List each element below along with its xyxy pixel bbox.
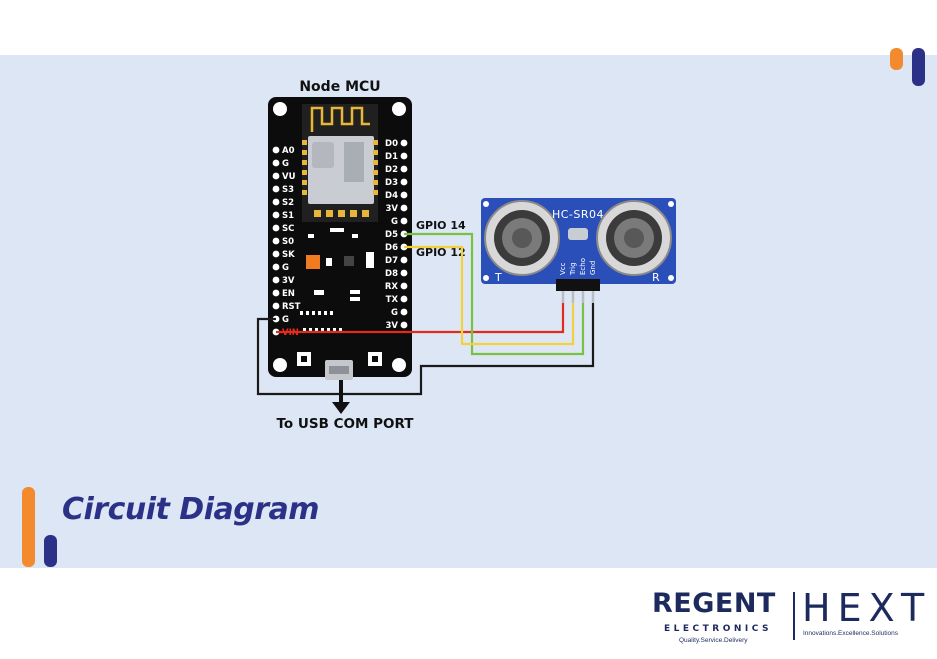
pin-label: TX (386, 295, 399, 305)
pin-label: D8 (385, 269, 398, 279)
logo-electronics: ELECTRONICS (664, 624, 772, 634)
accent-bar-orange-bottom (22, 487, 35, 567)
pin-label: D5 (385, 230, 398, 240)
pin-label: RX (385, 282, 399, 292)
sensor-pin-label: Gnd (589, 261, 597, 275)
pin-label: G (282, 315, 289, 325)
wire-gnd-gnd (256, 303, 595, 396)
logo-regent: REGENT (652, 588, 776, 619)
right-pin-headers (400, 139, 408, 329)
pin-label: D4 (385, 191, 398, 201)
pin-label: 3V (386, 204, 399, 214)
wire-d5-echo (404, 232, 585, 356)
wire-d6-trig (404, 245, 575, 346)
ultrasonic-sensor (481, 198, 676, 291)
pin-label: VU (282, 172, 296, 182)
pin-label: D2 (385, 165, 398, 175)
pin-label: 3V (282, 276, 295, 286)
page-title: Circuit Diagram (62, 492, 320, 527)
pin-label: D1 (385, 152, 398, 162)
pin-label: D6 (385, 243, 398, 253)
sensor-mark-t: T (494, 271, 502, 284)
accent-bar-navy-top (912, 48, 925, 86)
sensor-mark-r: R (652, 271, 660, 284)
pin-label: S3 (282, 185, 294, 195)
sensor-name: HC-SR04 (552, 208, 604, 221)
logo-hext: HEXT (802, 586, 932, 630)
accent-bar-navy-bottom (44, 535, 57, 567)
right-pin-labels: D0 D1 D2 D3 D4 3V G D5 D6 D7 D8 RX TX G … (385, 139, 399, 331)
accent-bar-orange-top (890, 48, 903, 70)
usb-arrow-icon (332, 380, 350, 414)
gpio14-label: GPIO 14 (416, 219, 466, 232)
pin-label: SK (282, 250, 295, 260)
pin-label: G (282, 263, 289, 273)
left-pin-headers (272, 146, 280, 336)
sensor-pins (561, 291, 595, 303)
usb-label: To USB COM PORT (277, 416, 415, 432)
pin-label: S2 (282, 198, 294, 208)
pin-label: G (391, 308, 398, 318)
pin-label: A0 (282, 146, 295, 156)
pin-label: 3V (386, 321, 399, 331)
pin-label: S1 (282, 211, 294, 221)
wire-vin-vcc (276, 303, 565, 334)
pin-label: G (282, 159, 289, 169)
sensor-pin-label: Vcc (559, 262, 567, 275)
gpio12-label: GPIO 12 (416, 246, 466, 259)
pin-label: SC (282, 224, 294, 234)
pin-label: RST (282, 302, 301, 312)
logo-tagline-right: Innovations.Excellence.Solutions (803, 630, 899, 637)
board-title: Node MCU (299, 79, 380, 95)
pin-label: G (391, 217, 398, 227)
logo-divider (793, 592, 795, 640)
wires (256, 232, 595, 396)
pin-label: D7 (385, 256, 398, 266)
company-logo: REGENT ELECTRONICS Quality.Service.Deliv… (652, 588, 924, 648)
logo-tagline-left: Quality.Service.Delivery (679, 637, 748, 644)
pin-label: D3 (385, 178, 398, 188)
pin-label: S0 (282, 237, 294, 247)
nodemcu-board (268, 97, 412, 380)
sensor-pin-label: Echo (579, 258, 587, 275)
pin-label: D0 (385, 139, 398, 149)
diagram-background (0, 55, 937, 568)
sensor-pin-label: Trig (569, 262, 577, 276)
pin-label: EN (282, 289, 295, 299)
